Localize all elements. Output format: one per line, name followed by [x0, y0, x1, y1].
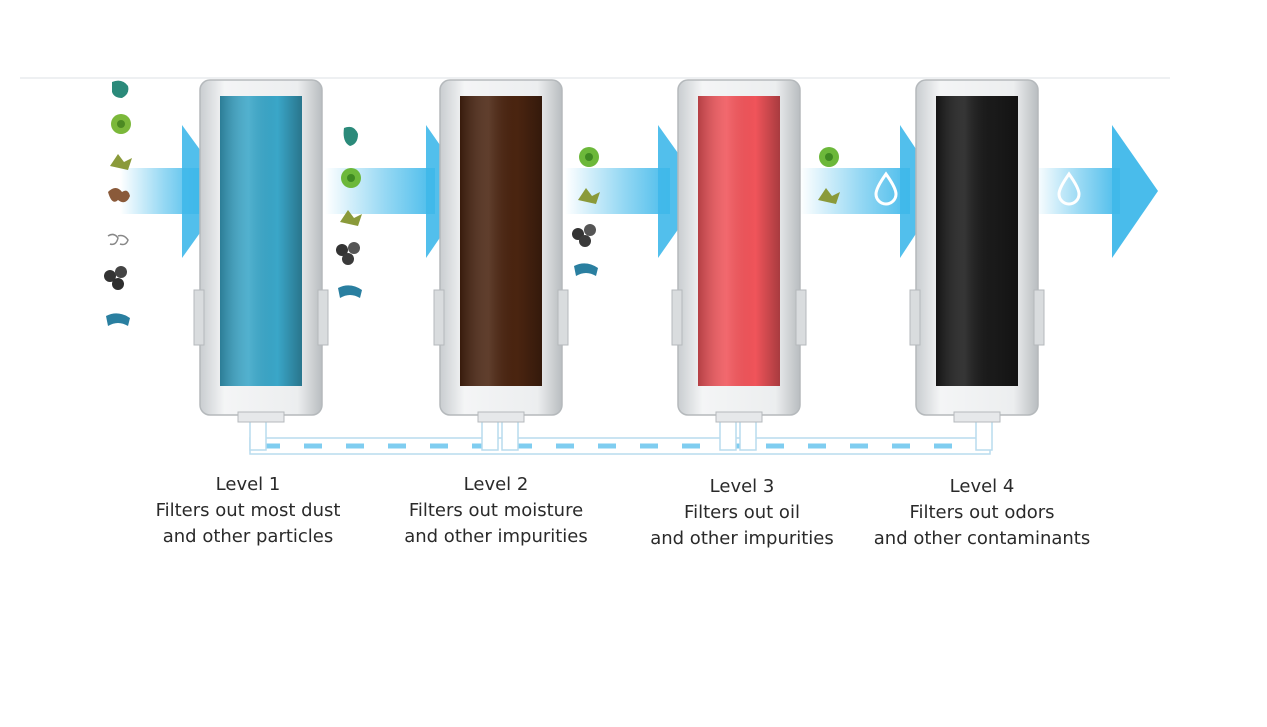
- particle-icon: [115, 266, 127, 278]
- level-2-caption: Level 2 Filters out moisture and other i…: [366, 472, 626, 550]
- filter-cylinder-level-1: [193, 79, 329, 423]
- level-1-caption: Level 1 Filters out most dust and other …: [118, 472, 378, 550]
- particle-icon: [117, 120, 125, 128]
- particles-after-level-1: [336, 126, 362, 298]
- level-4-caption: Level 4 Filters out odors and other cont…: [852, 474, 1112, 552]
- particle-icon: [112, 80, 129, 98]
- particle-icon: [584, 224, 596, 236]
- level-4-description-line-2: and other contaminants: [873, 528, 1091, 549]
- flow-arrow-5: [1035, 125, 1158, 258]
- particle-icon: [343, 126, 358, 146]
- level-3-description-line-2: and other impurities: [650, 528, 834, 549]
- particle-icon: [825, 153, 833, 161]
- particle-icon: [104, 270, 116, 282]
- particle-icon: [336, 244, 348, 256]
- particle-icon: [818, 188, 840, 204]
- filter-cylinder-level-4: [909, 79, 1045, 423]
- level-4-title: Level 4: [949, 476, 1015, 497]
- connecting-pipe: [249, 419, 993, 455]
- particle-icon: [347, 174, 355, 182]
- level-4-description-line-1: Filters out odors: [909, 502, 1055, 523]
- water-droplet-icon: [1057, 171, 1081, 206]
- filter-cylinder-level-3: [671, 79, 807, 423]
- particle-icon: [338, 285, 362, 298]
- particle-icon: [342, 253, 354, 265]
- particle-icon: [340, 210, 362, 226]
- water-droplet-icon: [874, 171, 898, 206]
- particle-icon: [585, 153, 593, 161]
- particle-icon: [107, 233, 129, 246]
- level-2-description-line-1: Filters out moisture: [408, 500, 584, 521]
- level-1-description-line-2: and other particles: [162, 526, 334, 547]
- particles-after-level-3: [818, 147, 840, 204]
- particle-icon: [110, 154, 132, 170]
- level-3-caption: Level 3 Filters out oil and other impuri…: [612, 474, 872, 552]
- particle-icon: [112, 278, 124, 290]
- particle-icon: [108, 188, 130, 203]
- level-1-title: Level 1: [215, 474, 281, 495]
- particles-incoming: [104, 80, 132, 326]
- particle-icon: [578, 188, 600, 204]
- particle-icon: [574, 263, 598, 276]
- level-2-title: Level 2: [463, 474, 529, 495]
- particle-icon: [579, 235, 591, 247]
- level-1-description-line-1: Filters out most dust: [155, 500, 341, 521]
- filter-cylinder-level-2: [433, 79, 569, 423]
- particle-icon: [348, 242, 360, 254]
- particles-after-level-2: [572, 147, 600, 276]
- level-2-description-line-2: and other impurities: [404, 526, 588, 547]
- level-3-description-line-1: Filters out oil: [684, 502, 800, 523]
- level-3-title: Level 3: [709, 476, 775, 497]
- particle-icon: [106, 313, 130, 326]
